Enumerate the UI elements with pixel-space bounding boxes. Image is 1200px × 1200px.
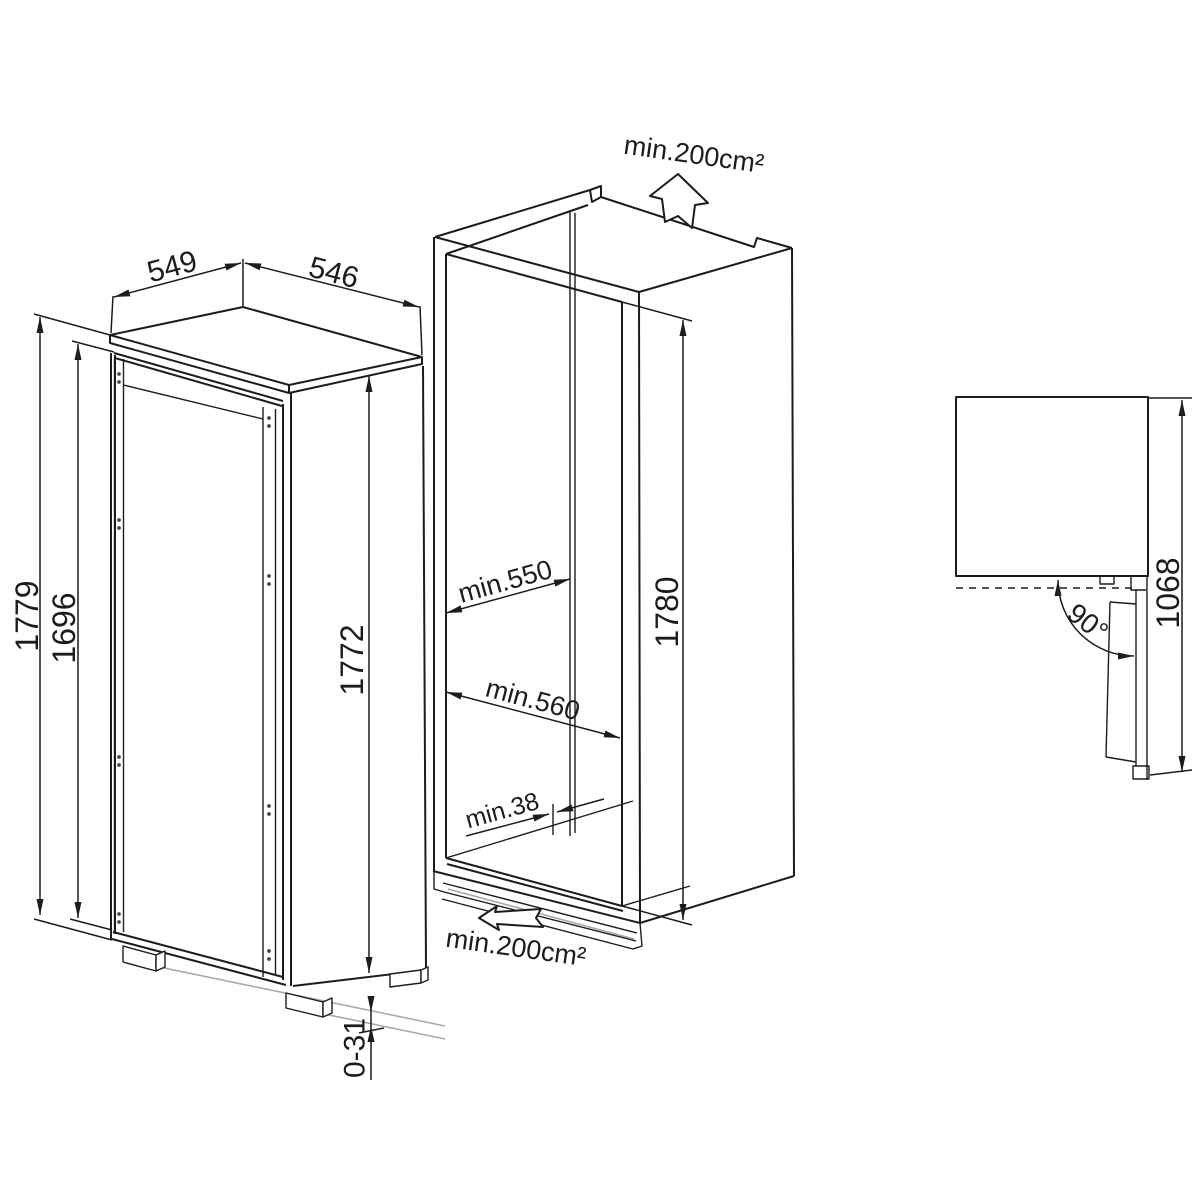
arrowhead [36, 899, 44, 915]
vent-airflow-arrow-bottom [478, 905, 544, 931]
arrowhead [1118, 652, 1134, 660]
label-depth-door-open: 1068 [1150, 557, 1186, 628]
arrowhead [446, 692, 463, 700]
niche-cabinet-outer [432, 185, 795, 924]
arrowhead [603, 730, 620, 738]
fridge-door-hinge-rails [113, 357, 277, 977]
dim-depth-door-open: 1068 [1148, 397, 1193, 776]
dim-fridge-height-overall: 1779 [9, 313, 113, 941]
label-niche-height: 1780 [649, 576, 685, 647]
label-feet-adjust-range: 0-31 [339, 1018, 372, 1078]
arrowhead [367, 1026, 375, 1042]
plinth-vent-slot-line [447, 888, 635, 940]
dim-fridge-height-body: 1772 [334, 376, 373, 973]
cabinet-top-view-outline [955, 396, 1149, 577]
arrowhead [114, 289, 131, 297]
label-fridge-height-body: 1772 [334, 624, 370, 695]
door-swing-top-view: 90° 1068 [955, 396, 1193, 780]
arrowhead [365, 957, 373, 973]
dim-niche-height: 1780 [621, 301, 693, 926]
arrowhead [557, 804, 574, 812]
door-screw-dots-right [267, 416, 271, 961]
arrowhead [553, 579, 570, 587]
fridge-slab-edge [109, 335, 423, 394]
arrowhead [74, 902, 82, 918]
vent-airflow-arrow-top [649, 173, 709, 229]
arrowhead [532, 814, 549, 822]
niche-plinth [433, 871, 643, 950]
fridge-foot-front-left-side [155, 950, 166, 972]
arrowhead [1178, 756, 1186, 772]
door-open-position [1105, 590, 1150, 780]
arrowhead [224, 263, 241, 271]
fridge-feet [122, 945, 429, 1018]
door-hinge-detail [1099, 575, 1148, 591]
door-screw-dots-left [117, 372, 121, 924]
niche-interior-lines [445, 212, 691, 907]
fridge-foot-front-right-side [322, 997, 333, 1018]
arrowhead [1054, 580, 1062, 596]
arrowhead [1178, 400, 1186, 416]
arrowhead [367, 996, 375, 1012]
arrowhead [402, 299, 419, 307]
label-fridge-height-door: 1696 [46, 592, 82, 663]
arrowhead [74, 344, 82, 360]
dim-fridge-height-door: 1696 [46, 340, 115, 931]
arrowhead [679, 904, 687, 920]
arrowhead [36, 317, 44, 333]
dim-feet-adjust: 0-31 [339, 996, 385, 1080]
arrowhead [365, 376, 373, 392]
niche-opening [445, 204, 624, 912]
arrowhead [245, 263, 262, 271]
arrowhead [446, 605, 463, 613]
fridge-foot-back-right-side [420, 966, 429, 984]
arrowhead [679, 320, 687, 336]
label-fridge-height-overall: 1779 [9, 580, 45, 651]
